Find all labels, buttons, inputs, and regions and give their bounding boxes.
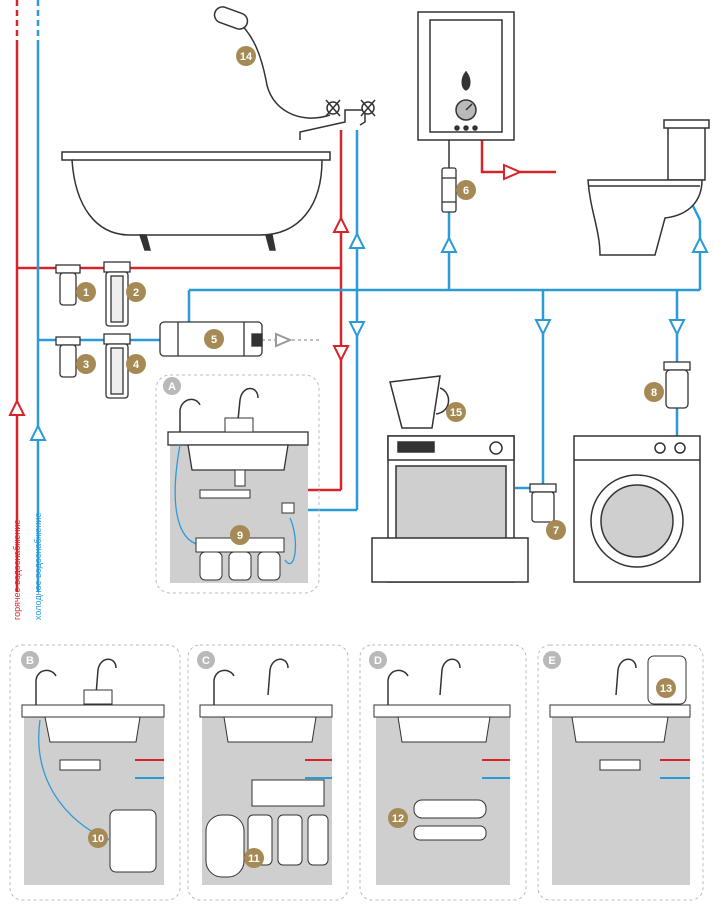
filter-7 [529, 483, 557, 523]
filter-4 [103, 333, 131, 399]
washing-machine [573, 435, 701, 583]
water-heater [417, 11, 515, 168]
dishwasher [371, 435, 529, 583]
scheme-d-panel [359, 644, 527, 901]
legend-cold-label: холодное водоснабжение [33, 513, 43, 620]
scheme-e-panel [537, 644, 704, 901]
badge-8: 8 [651, 387, 657, 399]
badge-10: 10 [92, 833, 104, 845]
badge-7: 7 [553, 525, 559, 537]
legend: горячее водоснабжение холодное водоснабж… [12, 513, 43, 620]
badge-12: 12 [392, 813, 404, 825]
shower-faucet [213, 6, 376, 140]
scheme-letter-c: C [202, 655, 210, 667]
badge-9: 9 [237, 530, 243, 542]
bathtub [61, 151, 331, 251]
scheme-letter-a: A [168, 381, 176, 393]
filter-3 [55, 336, 81, 378]
badge-5: 5 [211, 334, 217, 346]
water-jug [389, 375, 450, 429]
scheme-b-panel [9, 644, 181, 901]
badge-6: 6 [463, 185, 469, 197]
flow-arrows [8, 163, 709, 441]
scheme-letter-d: D [374, 655, 382, 667]
badge-11: 11 [248, 853, 260, 865]
badge-1: 1 [83, 287, 89, 299]
scheme-a-panel [155, 374, 320, 594]
badge-14: 14 [240, 51, 253, 63]
badge-2: 2 [133, 287, 139, 299]
badge-3: 3 [83, 359, 89, 371]
scheme-letters: A B C D E [21, 377, 561, 669]
number-badges: 1 2 3 4 5 6 7 8 9 10 11 12 13 14 15 [76, 46, 676, 868]
badge-13: 13 [660, 683, 672, 695]
scheme-c-panel [187, 644, 349, 901]
filter-1 [55, 264, 81, 306]
filter-6 [441, 167, 457, 213]
scheme-letter-b: B [26, 655, 34, 667]
badge-15: 15 [450, 407, 462, 419]
badge-4: 4 [133, 359, 140, 371]
filter-8 [663, 361, 691, 409]
legend-hot-label: горячее водоснабжение [12, 520, 22, 620]
scheme-letter-e: E [548, 655, 555, 667]
toilet [587, 119, 710, 256]
filter-2 [103, 261, 131, 327]
